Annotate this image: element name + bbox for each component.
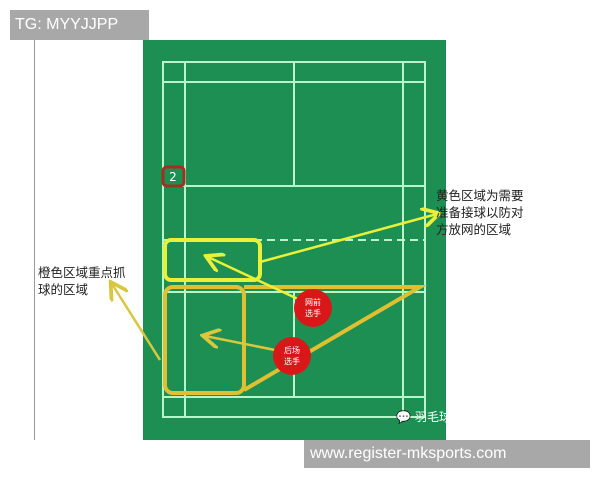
orange-zone-label: 橙色区域重点抓 球的区域 xyxy=(38,264,148,298)
label-line: 方放网的区域 xyxy=(436,222,512,237)
yellow-zone xyxy=(163,238,262,282)
court-number-badge xyxy=(161,165,186,188)
yellow-zone-label: 黄色区域为需要 准备接球以防对 方放网的区域 xyxy=(436,187,546,238)
wechat-icon: 💬 xyxy=(396,409,411,424)
svg-text:网前: 网前 xyxy=(305,297,321,307)
svg-text:选手: 选手 xyxy=(305,308,321,318)
arrow-front-player xyxy=(208,257,301,302)
arrow-yellow-zone xyxy=(259,214,437,264)
arrow-left-label-1 xyxy=(112,284,162,361)
back-player: 后场 选手 xyxy=(273,337,311,375)
arrow-back-player xyxy=(205,336,276,352)
header-tag: TG: MYYJJPP xyxy=(10,10,149,40)
front-player: 网前 选手 xyxy=(294,289,332,327)
watermark: 💬 羽毛球晋级之路-迪迪王 xyxy=(396,408,539,425)
watermark-text: 羽毛球晋级之路-迪迪王 xyxy=(414,410,540,424)
divider xyxy=(34,40,35,440)
court-number: 2 xyxy=(169,170,177,184)
label-line: 橙色区域重点抓 xyxy=(38,265,126,280)
label-line: 球的区域 xyxy=(38,282,89,297)
footer-url-banner: www.register-mksports.com xyxy=(304,440,590,468)
label-line: 黄色区域为需要 xyxy=(436,188,524,203)
label-line: 准备接球以防对 xyxy=(436,205,524,220)
svg-text:选手: 选手 xyxy=(284,356,300,366)
svg-text:后场: 后场 xyxy=(284,345,300,355)
